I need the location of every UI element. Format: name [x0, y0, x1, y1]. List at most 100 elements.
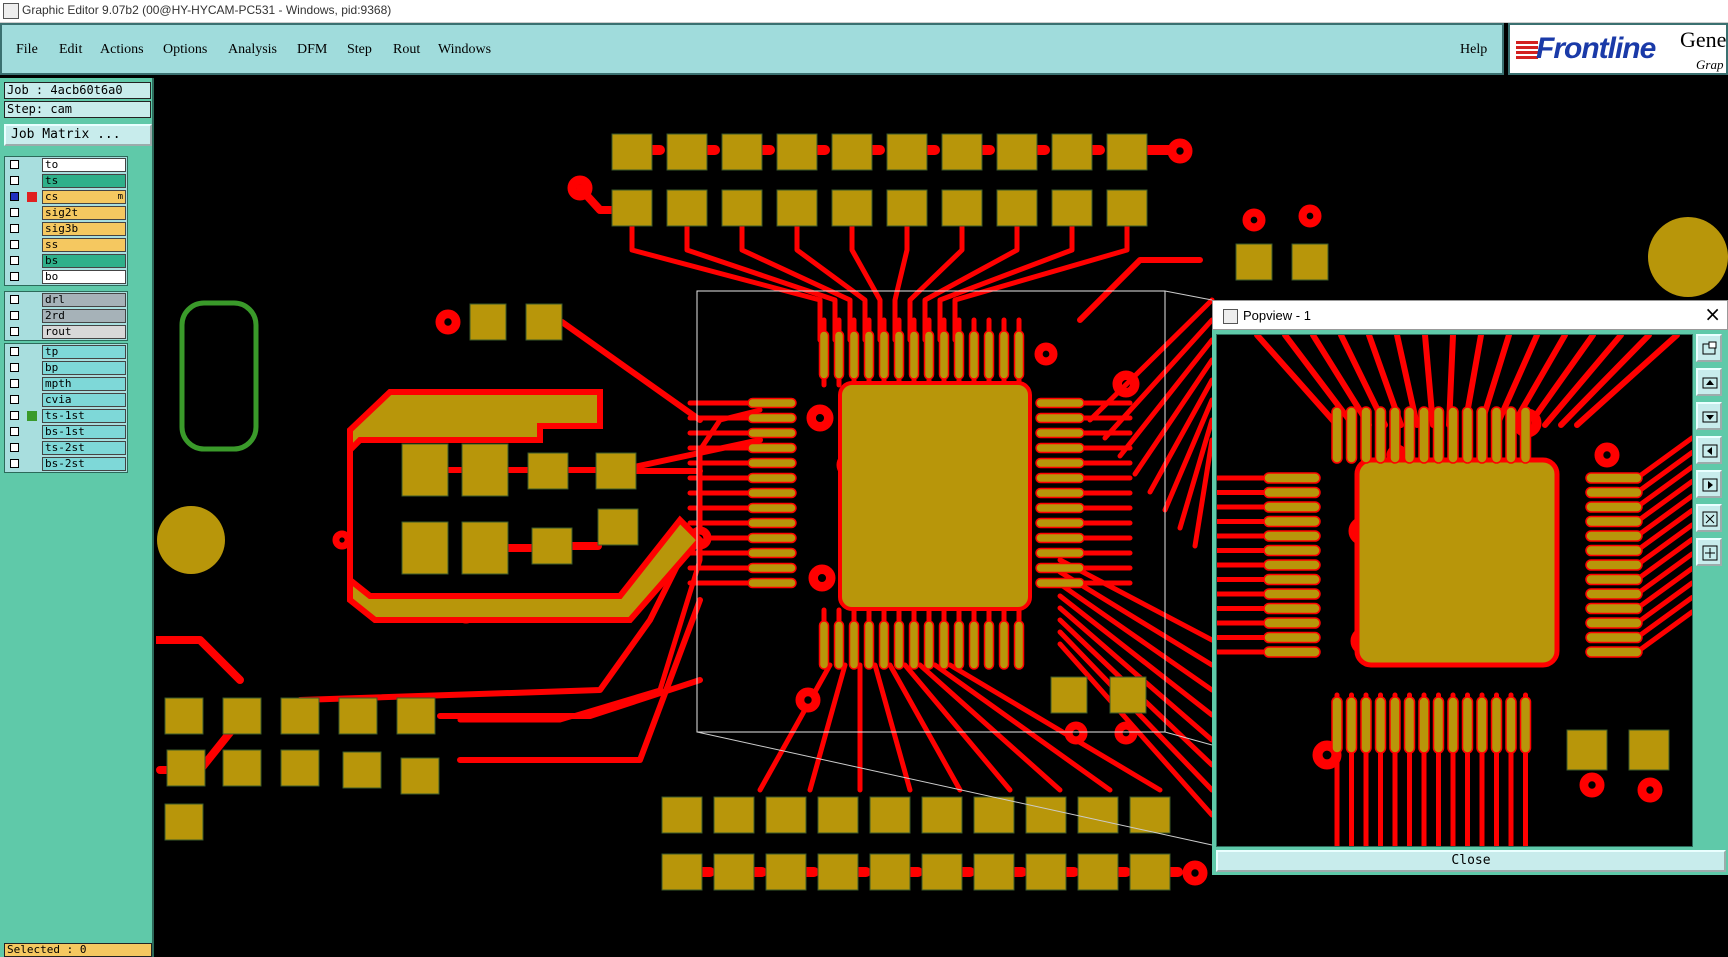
layer-name[interactable]: bs-1st	[42, 425, 126, 439]
smd-pad	[1051, 189, 1093, 227]
layer-name[interactable]: sig2t	[42, 206, 126, 220]
fine-pitch-pad	[998, 620, 1010, 670]
layer-name[interactable]: tp	[42, 345, 126, 359]
via-hole	[803, 695, 813, 705]
layer-name[interactable]: bs-2st	[42, 457, 126, 471]
layer-checkbox[interactable]	[10, 208, 19, 217]
layer-checkbox[interactable]	[10, 295, 19, 304]
layer-checkbox[interactable]	[10, 363, 19, 372]
layer-checkbox[interactable]	[10, 327, 19, 336]
layer-name[interactable]: ts-1st	[42, 409, 126, 423]
logo-product: Gene	[1680, 27, 1727, 52]
smd-pad	[921, 796, 963, 834]
close-icon[interactable]: ×	[1704, 302, 1721, 326]
layer-row-cvia[interactable]: cvia	[5, 392, 127, 408]
fine-pitch-pad	[1403, 696, 1416, 754]
layer-name[interactable]: drl	[42, 293, 126, 307]
pan-right-icon[interactable]	[1696, 470, 1722, 498]
layer-name[interactable]: cvia	[42, 393, 126, 407]
fine-pitch-pad	[1263, 588, 1321, 600]
smd-pad	[164, 697, 204, 735]
zoom-fit-icon[interactable]	[1696, 334, 1722, 362]
layer-row-to[interactable]: to	[5, 157, 127, 173]
layer-row-ss[interactable]: ss	[5, 237, 127, 253]
layer-row-drl[interactable]: drl	[5, 292, 127, 308]
layer-name[interactable]: bs	[42, 254, 126, 268]
layer-row-sig2t[interactable]: sig2t	[5, 205, 127, 221]
via-hole	[1305, 211, 1315, 221]
layer-checkbox[interactable]	[10, 224, 19, 233]
job-matrix-button[interactable]: Job Matrix ...	[4, 124, 152, 146]
pan-down-icon[interactable]	[1696, 402, 1722, 430]
layer-row-ts-1st[interactable]: ts-1st	[5, 408, 127, 424]
via-hole	[1190, 868, 1200, 878]
fine-pitch-pad	[747, 472, 797, 484]
layer-checkbox[interactable]	[10, 347, 19, 356]
layer-checkbox[interactable]	[10, 427, 19, 436]
layer-row-bo[interactable]: bo	[5, 269, 127, 285]
zoom-link-line	[696, 731, 1213, 846]
layer-checkbox[interactable]	[10, 311, 19, 320]
menu-dfm[interactable]: DFM	[297, 42, 328, 57]
layer-row-bs-2st[interactable]: bs-2st	[5, 456, 127, 472]
layer-row-bs[interactable]: bs	[5, 253, 127, 269]
layer-row-tp[interactable]: tp	[5, 344, 127, 360]
menu-file[interactable]: File	[16, 42, 38, 57]
layer-checkbox[interactable]	[10, 272, 19, 281]
layer-checkbox[interactable]	[10, 192, 19, 201]
menu-rout[interactable]: Rout	[393, 42, 421, 57]
layer-row-ts-2st[interactable]: ts-2st	[5, 440, 127, 456]
zoom-region-box	[696, 290, 1166, 733]
trace	[932, 662, 1113, 793]
fine-pitch-pad	[878, 620, 890, 670]
layer-checkbox[interactable]	[10, 411, 19, 420]
menu-edit[interactable]: Edit	[59, 42, 83, 57]
menu-step[interactable]: Step	[347, 42, 372, 57]
smd-pad	[166, 749, 206, 787]
menu-actions[interactable]: Actions	[100, 42, 144, 57]
menu-help[interactable]: Help	[1460, 42, 1488, 57]
popview-close-button[interactable]: Close	[1216, 850, 1726, 872]
layer-checkbox[interactable]	[10, 160, 19, 169]
menu-windows[interactable]: Windows	[438, 42, 492, 57]
layer-name[interactable]: ss	[42, 238, 126, 252]
smd-pad	[1109, 676, 1147, 714]
layer-name[interactable]: to	[42, 158, 126, 172]
zoom-out-icon[interactable]	[1696, 538, 1722, 566]
layer-checkbox[interactable]	[10, 459, 19, 468]
layer-name[interactable]: bp	[42, 361, 126, 375]
menu-analysis[interactable]: Analysis	[228, 42, 277, 57]
layer-row-sig3b[interactable]: sig3b	[5, 221, 127, 237]
smd-pad	[713, 853, 755, 891]
layer-row-bs-1st[interactable]: bs-1st	[5, 424, 127, 440]
zoom-in-icon[interactable]	[1696, 504, 1722, 532]
layer-checkbox[interactable]	[10, 240, 19, 249]
layer-name[interactable]: sig3b	[42, 222, 126, 236]
pan-left-icon[interactable]	[1696, 436, 1722, 464]
trace	[1057, 557, 1215, 643]
layer-name[interactable]: rout	[42, 325, 126, 339]
pan-up-icon[interactable]	[1696, 368, 1722, 396]
layer-name[interactable]: ts	[42, 174, 126, 188]
fine-pitch-pad	[1035, 562, 1085, 574]
trace	[1087, 297, 1215, 423]
menu-options[interactable]: Options	[163, 42, 208, 57]
layer-row-bp[interactable]: bp	[5, 360, 127, 376]
layer-checkbox[interactable]	[10, 395, 19, 404]
layer-row-rout[interactable]: rout	[5, 324, 127, 340]
layer-name[interactable]: bo	[42, 270, 126, 284]
layer-row-2rd[interactable]: 2rd	[5, 308, 127, 324]
layer-checkbox[interactable]	[10, 379, 19, 388]
layer-name[interactable]: ts-2st	[42, 441, 126, 455]
layer-row-mpth[interactable]: mpth	[5, 376, 127, 392]
smd-pad	[527, 452, 569, 490]
popview-canvas[interactable]	[1216, 334, 1693, 847]
layer-checkbox[interactable]	[10, 176, 19, 185]
layer-row-ts[interactable]: ts	[5, 173, 127, 189]
layer-name[interactable]: 2rd	[42, 309, 126, 323]
layer-checkbox[interactable]	[10, 443, 19, 452]
layer-checkbox[interactable]	[10, 256, 19, 265]
layer-name[interactable]: mpth	[42, 377, 126, 391]
